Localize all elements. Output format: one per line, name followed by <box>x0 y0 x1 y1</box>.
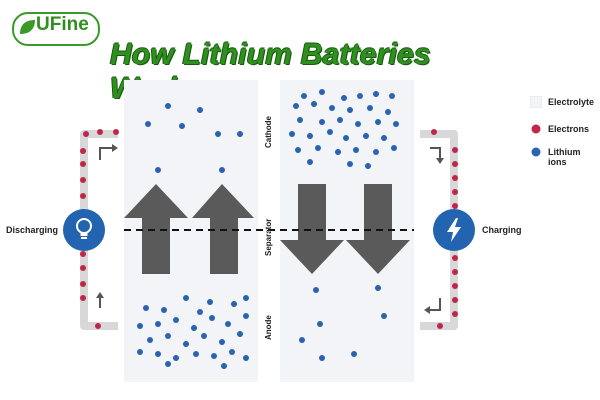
right-electrons <box>431 129 458 329</box>
anode-label: Anode <box>264 315 273 340</box>
leaf-icon <box>20 20 35 34</box>
down-arrow-1 <box>280 184 344 274</box>
electrolyte-swatch <box>530 96 542 108</box>
separator-label: Separator <box>264 218 273 256</box>
right-bottom-arrow <box>428 298 441 311</box>
lightning-bolt-icon <box>447 218 461 242</box>
cathode-label: Cathode <box>264 116 273 148</box>
logo-frame <box>12 12 100 46</box>
logo-text: UFine <box>36 14 89 35</box>
legend-electrons: Electrons <box>548 124 590 134</box>
left-top-arrow <box>99 147 112 160</box>
legend-lithium-ions: Lithium ions <box>548 147 581 167</box>
lightbulb-icon <box>76 218 92 239</box>
lithium-ion-swatch <box>531 147 541 157</box>
right-top-arrow <box>430 147 441 160</box>
up-arrow-1 <box>124 184 188 274</box>
electron-swatch <box>531 124 541 134</box>
discharging-icon-circle <box>63 209 105 251</box>
right-bottom-ions <box>299 285 387 361</box>
discharging-label: Discharging <box>6 225 59 235</box>
left-electrons <box>80 129 119 329</box>
left-top-ions <box>145 103 243 173</box>
charging-label: Charging <box>482 225 522 235</box>
left-bottom-ions <box>137 295 249 369</box>
legend-electrolyte: Electrolyte <box>548 97 595 107</box>
right-top-ions <box>289 89 399 169</box>
